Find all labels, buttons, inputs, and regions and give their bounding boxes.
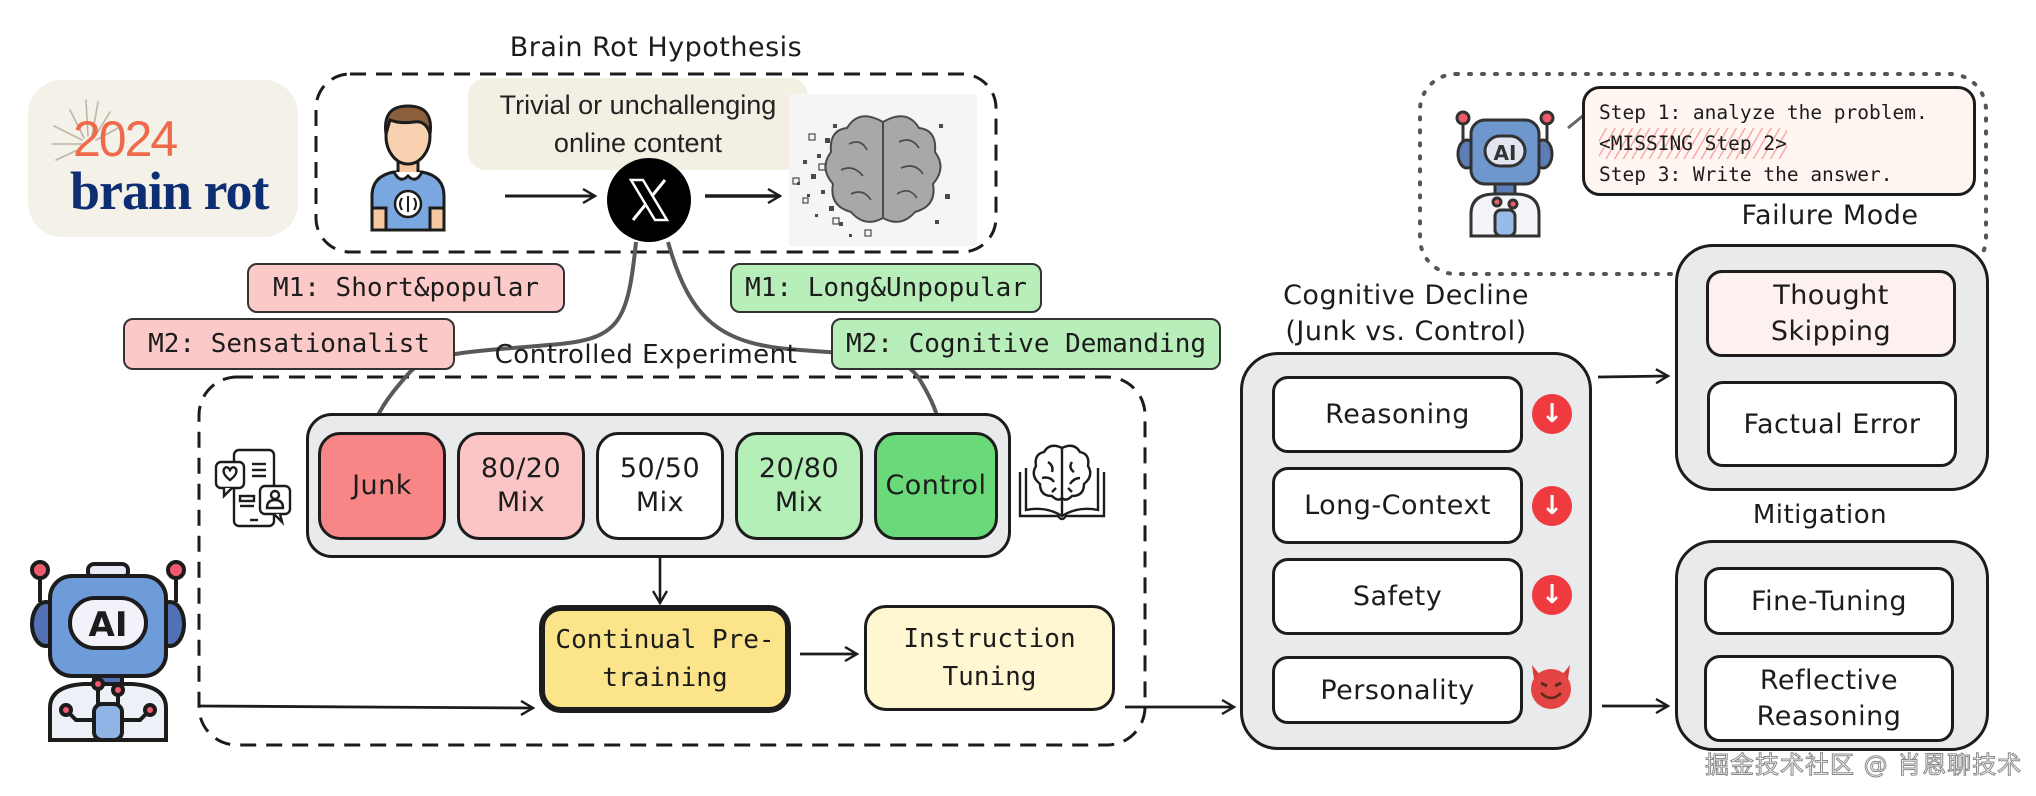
down-arrow-icon: ↓	[1532, 575, 1572, 615]
brain-book-icon	[1018, 444, 1106, 521]
cognitive-title-line2: (Junk vs. Control)	[1285, 316, 1527, 347]
mitigation-item-line1: Reflective	[1759, 664, 1899, 696]
mitigation-item-reflective-reasoning: Reflective Reasoning	[1704, 655, 1954, 742]
cognitive-row-label: Personality	[1320, 674, 1475, 706]
svg-text:AI: AI	[89, 605, 128, 645]
brain-rot-logo: 2024 brain rot	[28, 80, 298, 237]
cell-mix-50-50: 50/50 Mix	[596, 432, 724, 540]
mitigation-item-line2: Reasoning	[1756, 700, 1902, 732]
failure-item-line1: Thought	[1773, 279, 1889, 311]
failure-item-factual-error: Factual Error	[1707, 381, 1957, 467]
instruction-tuning-box: Instruction Tuning	[864, 605, 1115, 711]
cell-mix-80-20: 80/20 Mix	[457, 432, 585, 540]
down-arrow-icon: ↓	[1532, 394, 1572, 434]
cognitive-row-personality: Personality	[1272, 656, 1523, 724]
pretraining-line1: Continual Pre-	[555, 625, 775, 655]
content-bubble: Trivial or unchallenging online content	[468, 78, 808, 170]
tag-junk-m1: M1: Short&popular	[247, 263, 565, 313]
social-phone-icon	[214, 448, 292, 528]
arrow-cognitive-to-failure	[1597, 376, 1668, 377]
example-step-2-missing: <MISSING Step 2>	[1599, 128, 1787, 159]
hypothesis-title: Brain Rot Hypothesis	[509, 32, 803, 63]
instruction-line2: Tuning	[942, 662, 1037, 692]
devil-face-icon	[1531, 665, 1571, 709]
cell-mix-80-20-label: Mix	[496, 487, 546, 518]
cell-junk-label: Junk	[352, 470, 412, 501]
failure-title: Failure Mode	[1741, 200, 1919, 231]
bubble-line1: Trivial or unchallenging	[499, 90, 777, 120]
down-arrow-icon: ↓	[1532, 486, 1572, 526]
person-icon	[370, 104, 446, 232]
cognitive-row-label: Reasoning	[1325, 399, 1470, 430]
cell-mix-20-80-ratio: 20/80	[758, 453, 840, 484]
experiment-title: Controlled Experiment	[494, 340, 798, 370]
mitigation-item-fine-tuning: Fine-Tuning	[1704, 567, 1954, 635]
cell-mix-80-20-ratio: 80/20	[480, 453, 562, 484]
failure-item-line2: Skipping	[1770, 315, 1892, 347]
example-step-3: Step 3: Write the answer.	[1599, 163, 1893, 186]
continual-pretraining-box: Continual Pre- training	[539, 605, 791, 713]
logo-text: brain rot	[70, 161, 270, 221]
cell-mix-20-80-label: Mix	[774, 487, 824, 518]
tag-control-m2: M2: Cognitive Demanding	[831, 318, 1221, 370]
svg-text:AI: AI	[1494, 141, 1517, 165]
failure-item-thought-skipping: Thought Skipping	[1706, 270, 1956, 357]
cell-mix-20-80: 20/80 Mix	[735, 432, 863, 540]
example-step-1: Step 1: analyze the problem.	[1599, 101, 1928, 124]
cognitive-row-label: Long-Context	[1304, 490, 1491, 521]
cognitive-row-safety: Safety	[1272, 558, 1523, 635]
cell-junk: Junk	[318, 432, 446, 540]
arrow-robot-to-pretraining	[198, 706, 533, 708]
logo-year: 2024	[73, 111, 178, 167]
cognitive-title-line1: Cognitive Decline	[1283, 280, 1529, 311]
x-logo-icon	[607, 158, 691, 242]
glitch-robot-icon: AI	[1455, 110, 1555, 238]
ai-robot-icon: AI	[30, 560, 186, 742]
cognitive-row-long-context: Long-Context	[1272, 467, 1523, 544]
pretraining-line2: training	[602, 663, 728, 693]
cognitive-row-label: Safety	[1352, 581, 1443, 612]
sparkle-icon	[51, 99, 119, 161]
watermark: 掘金技术社区 @ 肖恩聊技术	[1704, 751, 2023, 780]
tag-junk-m2: M2: Sensationalist	[123, 318, 455, 370]
instruction-line1: Instruction	[903, 624, 1076, 654]
mitigation-item-line1: Fine-Tuning	[1751, 585, 1907, 617]
brain-particles	[797, 124, 950, 237]
cognitive-row-reasoning: Reasoning	[1272, 376, 1523, 453]
cognitive-title: Cognitive Decline (Junk vs. Control)	[1283, 278, 1529, 350]
bubble-line2: online content	[553, 128, 723, 158]
cell-mix-50-50-ratio: 50/50	[619, 453, 701, 484]
cell-control: Control	[874, 432, 998, 540]
cell-mix-50-50-label: Mix	[635, 487, 685, 518]
data-mix-cells: Junk 80/20 Mix 50/50 Mix 20/80 Mix Contr…	[318, 432, 1000, 540]
reasoning-example-bubble: Step 1: analyze the problem. <MISSING St…	[1582, 86, 1976, 196]
failure-item-line1: Factual Error	[1743, 408, 1921, 440]
disintegrating-brain-icon	[789, 94, 977, 246]
tag-control-m1: M1: Long&Unpopular	[730, 263, 1042, 313]
cell-control-label: Control	[885, 470, 987, 501]
mitigation-title: Mitigation	[1752, 500, 1888, 530]
